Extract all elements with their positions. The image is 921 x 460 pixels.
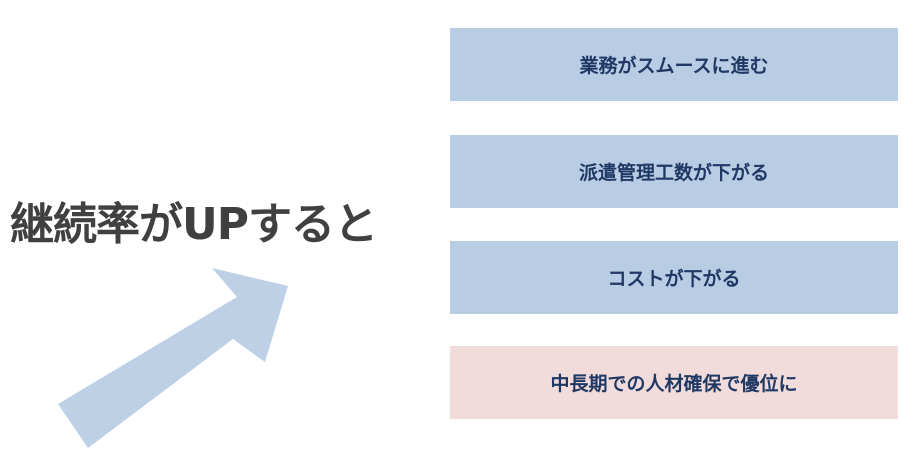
benefit-box-talent-advantage: 中長期での人材確保で優位に	[450, 346, 898, 419]
benefit-label: 派遣管理工数が下がる	[578, 162, 769, 184]
benefit-label: 中長期での人材確保で優位に	[550, 373, 798, 395]
benefit-box-management-effort: 派遣管理工数が下がる	[450, 135, 898, 208]
benefit-label: 業務がスムースに進む	[579, 55, 769, 77]
headline: 継続率がUPすると	[10, 199, 378, 250]
arrow-shape	[58, 268, 288, 448]
benefit-label: コストが下がる	[607, 268, 741, 290]
benefit-box-smooth-work: 業務がスムースに進む	[450, 28, 898, 101]
benefit-box-cost: コストが下がる	[450, 241, 898, 314]
